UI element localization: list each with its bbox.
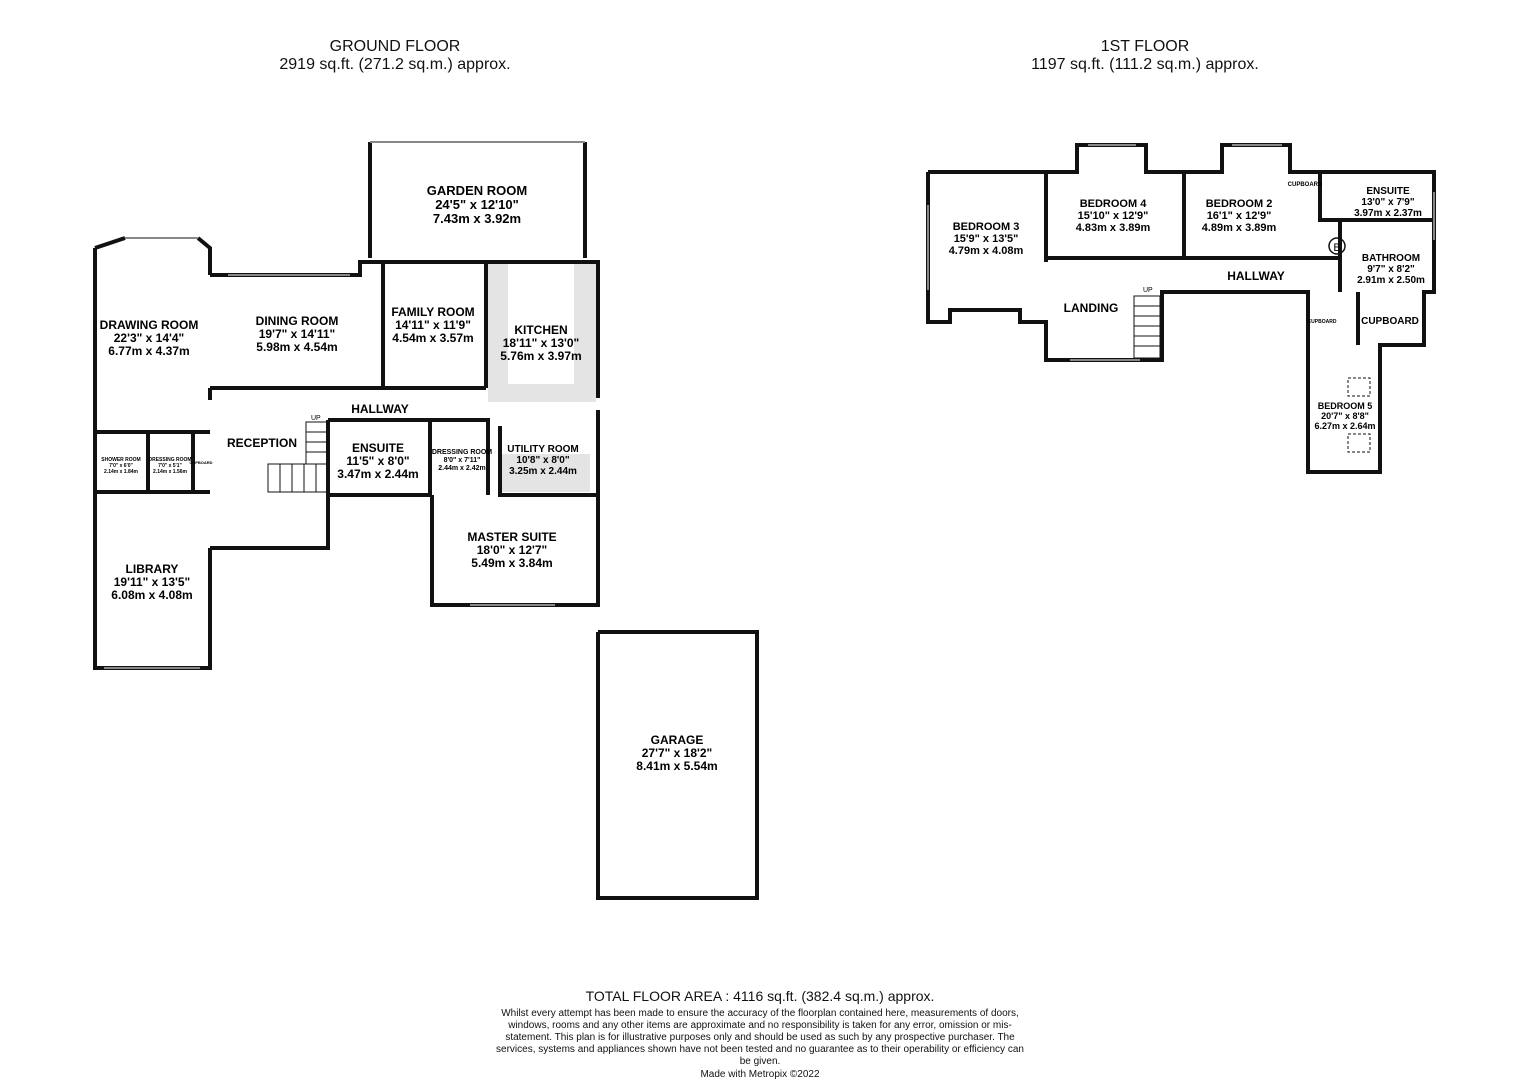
library-metric: 6.08m x 4.08m bbox=[111, 588, 192, 602]
kitchen-metric: 5.76m x 3.97m bbox=[500, 349, 581, 363]
bedroom-5-metric: 6.27m x 2.64m bbox=[1314, 421, 1375, 431]
kitchen-name: KITCHEN bbox=[514, 323, 567, 337]
bathroom-imperial: 9'7" x 8'2" bbox=[1367, 264, 1415, 275]
garage-walls bbox=[596, 630, 759, 900]
dining-room-metric: 5.98m x 4.54m bbox=[256, 340, 337, 354]
ground-floor-title: GROUND FLOOR bbox=[329, 38, 461, 55]
bedroom-4-imperial: 15'10" x 12'9" bbox=[1078, 210, 1149, 222]
landing-name: LANDING bbox=[1064, 301, 1119, 315]
garden-room-walls bbox=[368, 142, 587, 258]
kitchen-worktop-left bbox=[488, 262, 508, 392]
stair-up-label-first: UP bbox=[1143, 287, 1153, 294]
windows bbox=[104, 141, 1435, 669]
dressing-room-imperial: 8'0" x 7'11" bbox=[444, 457, 481, 464]
dressing-room-name: DRESSING ROOM bbox=[432, 449, 492, 456]
boiler-label: B bbox=[1333, 242, 1340, 254]
bedroom-2-metric: 4.89m x 3.89m bbox=[1202, 222, 1277, 234]
stair-up-labels: UP UP bbox=[311, 287, 1153, 422]
bedroom-5-imperial: 20'7" x 8'8" bbox=[1321, 411, 1369, 421]
kitchen-walls bbox=[486, 260, 600, 497]
ensuite-gf-name: ENSUITE bbox=[352, 441, 404, 455]
stair-up-label-ground: UP bbox=[311, 415, 321, 422]
drawing-room-metric: 6.77m x 4.37m bbox=[108, 344, 189, 358]
bedroom-3-imperial: 15'9" x 13'5" bbox=[954, 233, 1019, 245]
drawing-room-imperial: 22'3" x 14'4" bbox=[114, 331, 184, 345]
shower-room-imperial: 7'0" x 6'0" bbox=[109, 463, 133, 469]
reception-name: RECEPTION bbox=[227, 436, 297, 450]
cupboard-ff-small-2-name: CUPBOARD bbox=[1308, 319, 1337, 325]
bedroom-4-name: BEDROOM 4 bbox=[1080, 198, 1148, 210]
dressing-room-small-imperial: 7'0" x 5'1" bbox=[158, 463, 182, 469]
dressing-room-small-name: DRESSING ROOM bbox=[148, 457, 191, 463]
bathroom-metric: 2.91m x 2.50m bbox=[1357, 275, 1425, 286]
hallway-ff-name: HALLWAY bbox=[1227, 269, 1285, 283]
shower-room-name: SHOWER ROOM bbox=[101, 457, 140, 463]
reception-walls bbox=[95, 430, 330, 550]
cupboard-ff-name: CUPBOARD bbox=[1361, 316, 1419, 327]
master-suite-name: MASTER SUITE bbox=[467, 530, 556, 544]
bedroom-4-metric: 4.83m x 3.89m bbox=[1076, 222, 1151, 234]
ensuite-gf-imperial: 11'5" x 8'0" bbox=[346, 454, 409, 468]
kitchen-worktop-right bbox=[574, 262, 596, 392]
walls bbox=[93, 142, 1436, 900]
hallway-gf-name: HALLWAY bbox=[351, 402, 409, 416]
bedroom-3-name: BEDROOM 3 bbox=[953, 221, 1020, 233]
bedroom-3-metric: 4.79m x 4.08m bbox=[949, 245, 1024, 257]
boiler-icon: B bbox=[1328, 237, 1346, 255]
ensuite-ff-name: ENSUITE bbox=[1366, 186, 1410, 197]
first-floor-area: 1197 sq.ft. (111.2 sq.m.) approx. bbox=[1031, 56, 1259, 73]
cupboard-ff-small-1-name: CUPBOARD bbox=[1288, 182, 1323, 188]
ensuite-gf-metric: 3.47m x 2.44m bbox=[337, 467, 418, 481]
stairs-first bbox=[1133, 295, 1161, 359]
master-suite-imperial: 18'0" x 12'7" bbox=[477, 543, 547, 557]
ground-floor-area: 2919 sq.ft. (271.2 sq.m.) approx. bbox=[279, 56, 511, 73]
kitchen-worktop-bottom bbox=[488, 384, 596, 402]
shower-room-metric: 2.14m x 1.84m bbox=[104, 469, 138, 475]
first-floor-inner-walls bbox=[1044, 172, 1434, 345]
master-suite-metric: 5.49m x 3.84m bbox=[471, 556, 552, 570]
dining-room-imperial: 19'7" x 14'11" bbox=[259, 327, 335, 341]
utility-room-imperial: 10'8" x 8'0" bbox=[516, 455, 569, 466]
bedroom-2-imperial: 16'1" x 12'9" bbox=[1207, 210, 1272, 222]
library-imperial: 19'11" x 13'5" bbox=[114, 575, 190, 589]
garden-room-metric: 7.43m x 3.92m bbox=[433, 211, 521, 226]
bathroom-name: BATHROOM bbox=[1362, 253, 1420, 264]
utility-room-name: UTILITY ROOM bbox=[507, 444, 578, 455]
dressing-room-metric: 2.44m x 2.42m bbox=[438, 465, 485, 472]
garden-room-name: GARDEN ROOM bbox=[427, 183, 527, 198]
family-room-imperial: 14'11" x 11'9" bbox=[395, 318, 471, 332]
garage-imperial: 27'7" x 18'2" bbox=[642, 746, 712, 760]
garage-metric: 8.41m x 5.54m bbox=[636, 759, 717, 773]
fitted-areas bbox=[488, 262, 596, 492]
cupboard-gf-name: CUPBOARD bbox=[189, 460, 212, 465]
bedroom-5-name: BEDROOM 5 bbox=[1318, 401, 1373, 411]
kitchen-imperial: 18'11" x 13'0" bbox=[503, 336, 579, 350]
garage-name: GARAGE bbox=[651, 733, 704, 747]
bedroom-2-name: BEDROOM 2 bbox=[1206, 198, 1273, 210]
utility-worktop bbox=[500, 454, 590, 492]
dressing-room-small-metric: 2.14m x 1.56m bbox=[153, 469, 187, 475]
first-floor-header: 1ST FLOOR 1197 sq.ft. (111.2 sq.m.) appr… bbox=[1025, 38, 1265, 74]
hallway-walls bbox=[208, 388, 490, 495]
disclaimer: Whilst every attempt has been made to en… bbox=[496, 1008, 1024, 1067]
ensuite-ff-metric: 3.97m x 2.37m bbox=[1354, 208, 1422, 219]
ground-floor-header: GROUND FLOOR 2919 sq.ft. (271.2 sq.m.) a… bbox=[260, 38, 530, 74]
small-rooms-walls bbox=[146, 432, 195, 492]
utility-room-metric: 3.25m x 2.44m bbox=[509, 466, 577, 477]
garden-room-imperial: 24'5" x 12'10" bbox=[435, 197, 519, 212]
family-room-metric: 4.54m x 3.57m bbox=[392, 331, 473, 345]
dining-room-name: DINING ROOM bbox=[256, 314, 339, 328]
library-name: LIBRARY bbox=[126, 562, 179, 576]
family-room-name: FAMILY ROOM bbox=[391, 305, 474, 319]
ensuite-ff-imperial: 13'0" x 7'9" bbox=[1361, 197, 1414, 208]
stairs-ground bbox=[267, 421, 329, 493]
drawing-room-name: DRAWING ROOM bbox=[100, 318, 199, 332]
total-floor-area: TOTAL FLOOR AREA : 4116 sq.ft. (382.4 sq… bbox=[585, 988, 935, 1004]
bedroom-5-skylights bbox=[1347, 377, 1371, 453]
first-floor-title: 1ST FLOOR bbox=[1100, 38, 1190, 55]
metropix-credit: Made with Metropix ©2022 bbox=[700, 1069, 820, 1080]
